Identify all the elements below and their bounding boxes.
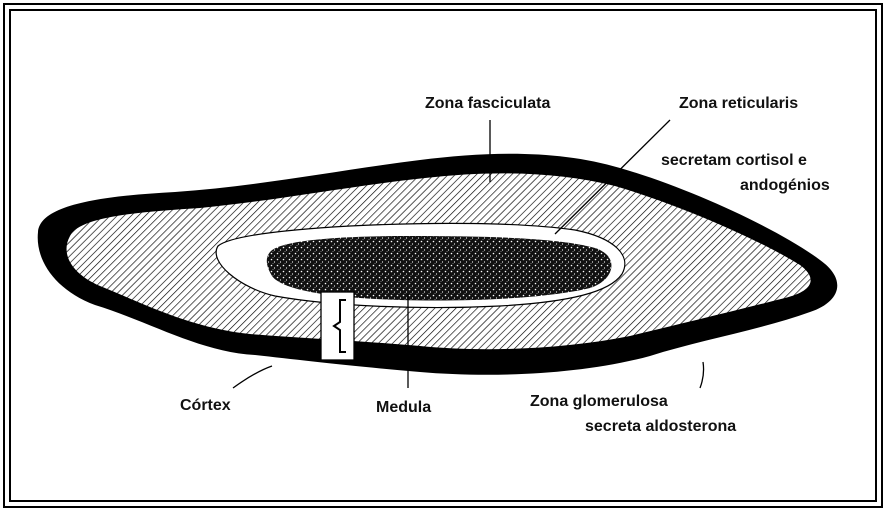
label-reticularis-note-line1: secretam cortisol e	[661, 151, 807, 171]
cortex-marker-box	[321, 292, 354, 360]
label-reticularis-note-line2: andogénios	[740, 176, 830, 196]
label-zona-reticularis: Zona reticularis	[679, 94, 798, 114]
label-glomerulosa-note: secreta aldosterona	[585, 417, 736, 437]
label-zona-fasciculata: Zona fasciculata	[425, 94, 550, 114]
label-zona-glomerulosa: Zona glomerulosa	[530, 392, 668, 412]
label-cortex: Córtex	[180, 396, 231, 416]
leader-cortex	[233, 366, 272, 388]
medulla-core	[267, 236, 612, 301]
label-medula: Medula	[376, 398, 431, 418]
leader-glomerulosa	[700, 362, 704, 388]
